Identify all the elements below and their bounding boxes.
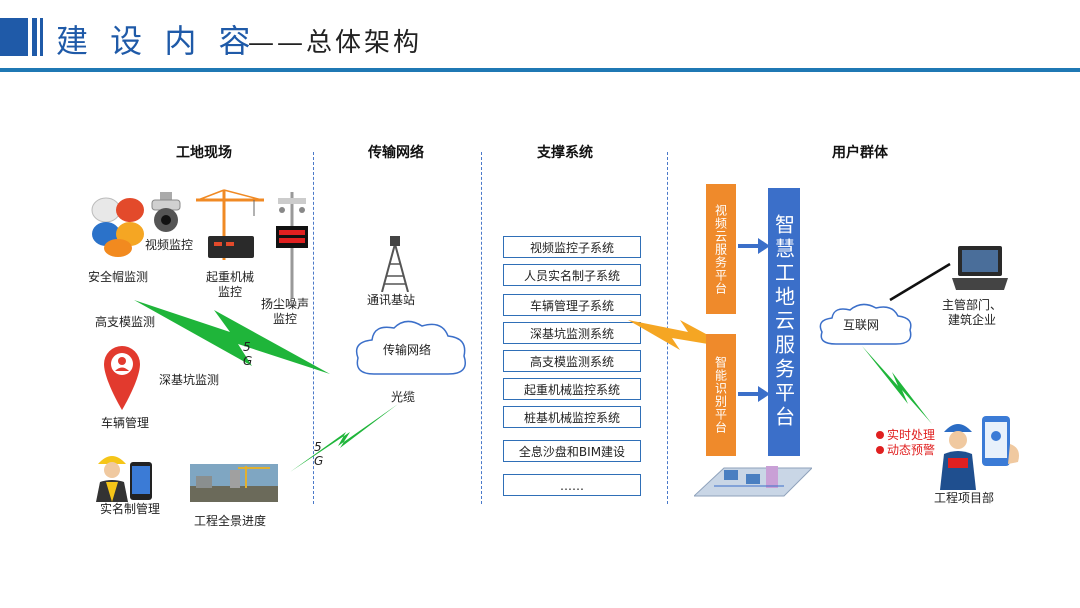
support-system-item: 高支模监测系统 <box>503 350 641 372</box>
map-pin-icon <box>104 346 140 410</box>
label-cable: 光缆 <box>391 390 416 404</box>
support-system-item: 深基坑监测系统 <box>503 322 641 344</box>
support-system-item: 人员实名制子系统 <box>503 264 641 286</box>
label-base-station: 通讯基站 <box>367 293 416 307</box>
alert-realtime: 实时处理 <box>887 428 936 442</box>
page-title: 建 设 内 容 <box>56 22 257 60</box>
worker-phone-icon <box>96 456 152 502</box>
label-crane: 起重机械 监控 <box>206 270 255 299</box>
5g-signal-bolt-lower <box>290 404 398 472</box>
base-station-tower-icon <box>381 236 409 292</box>
engineer-phone-icon <box>940 416 1019 490</box>
helmet-icon <box>91 197 144 257</box>
title-accent-bar <box>0 18 28 56</box>
label-vehicle: 车辆管理 <box>101 416 150 430</box>
label-project: 工程项目部 <box>934 491 995 505</box>
support-system-item: 视频监控子系统 <box>503 236 641 258</box>
support-system-item: 桩基机械监控系统 <box>503 406 641 428</box>
support-system-item: 车辆管理子系统 <box>503 294 641 316</box>
label-network-cloud: 传输网络 <box>383 343 432 357</box>
bullet-dot-icon <box>876 446 884 454</box>
label-dust: 扬尘噪声 监控 <box>261 297 310 326</box>
dust-monitor-icon <box>276 192 308 298</box>
alert-dynamic: 动态预警 <box>887 443 936 457</box>
arrow-right-icon <box>738 238 770 254</box>
label-helmet: 安全帽监测 <box>88 270 149 284</box>
label-pit: 深基坑监测 <box>159 373 220 387</box>
signal-bolt-users <box>862 346 932 424</box>
label-5g-lower: 5G <box>314 440 324 468</box>
column-separator-1 <box>313 152 314 504</box>
title-accent-bar-thin <box>32 18 37 56</box>
title-accent-bar-thinner <box>40 18 43 56</box>
label-progress: 工程全景进度 <box>194 514 267 528</box>
column-header-support: 支撑系统 <box>537 145 593 161</box>
construction-photo-icon <box>190 464 278 502</box>
support-system-item: 起重机械监控系统 <box>503 378 641 400</box>
server-network-icon <box>694 466 812 497</box>
column-header-users: 用户群体 <box>832 145 888 161</box>
column-separator-2 <box>481 152 482 504</box>
label-realname: 实名制管理 <box>100 502 161 516</box>
tower-crane-icon <box>196 189 264 260</box>
label-internet: 互联网 <box>843 318 880 332</box>
connection-line <box>889 262 951 302</box>
internet-cloud-icon <box>819 303 912 345</box>
transmission-cloud-icon <box>355 320 466 375</box>
column-header-network: 传输网络 <box>368 145 424 161</box>
alert-item: 动态预警 <box>876 443 935 458</box>
label-5g-upper: 5G <box>243 340 253 368</box>
column-header-site: 工地现场 <box>176 145 232 161</box>
title-divider <box>0 68 1080 72</box>
label-authority: 主管部门、 建筑企业 <box>942 298 1003 327</box>
5g-signal-bolt-upper <box>134 300 330 374</box>
page-subtitle: ——总体架构 <box>248 28 423 58</box>
alert-item: 实时处理 <box>876 428 935 443</box>
bullet-dot-icon <box>876 431 884 439</box>
arrow-right-icon <box>738 386 770 402</box>
label-formwork: 高支模监测 <box>95 315 156 329</box>
laptop-icon <box>952 246 1008 290</box>
video-cloud-platform: 视频云服务平台 <box>706 184 736 314</box>
support-system-item: 全息沙盘和BIM建设 <box>503 440 641 462</box>
support-system-item: …… <box>503 474 641 496</box>
smart-recognition-platform: 智能识别平台 <box>706 334 736 456</box>
dome-camera-icon <box>151 192 181 232</box>
smart-site-cloud-platform: 智慧工地云服务平台 <box>768 188 800 456</box>
alert-list: 实时处理 动态预警 <box>876 428 935 458</box>
label-video: 视频监控 <box>145 238 194 252</box>
